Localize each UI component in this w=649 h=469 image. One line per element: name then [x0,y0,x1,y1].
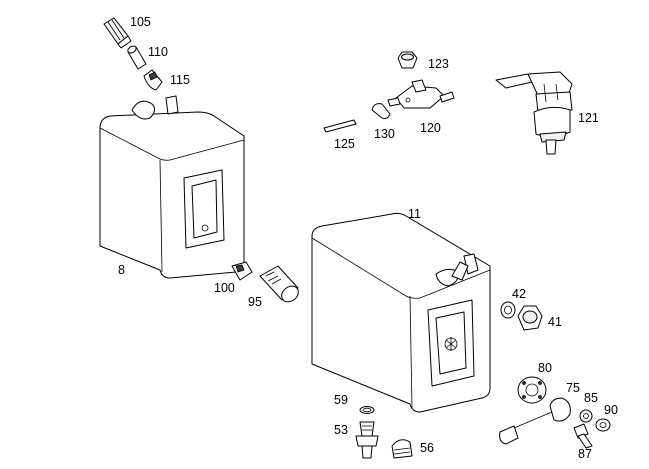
part-125-hose [323,119,357,133]
part-110-tube [127,45,147,70]
part-105-fitting [103,17,132,49]
callout-90: 90 [604,403,618,417]
callout-110: 110 [148,45,168,59]
callout-56: 56 [420,441,434,455]
part-115-elbow [143,69,163,91]
callout-8: 8 [118,263,125,277]
callout-42: 42 [512,287,526,301]
part-41-cap [517,305,543,331]
part-85-washer [579,409,593,423]
part-42-ring [500,301,516,319]
part-75-sender [499,397,571,445]
part-80-flange [517,376,547,404]
tank-11 [311,212,491,413]
callout-87: 87 [578,447,592,461]
part-59-oring [359,406,375,414]
callout-75: 75 [566,381,580,395]
part-87-bolt [573,423,593,449]
part-120-valve [387,79,455,109]
callout-130: 130 [374,127,395,141]
tank-8 [99,95,245,279]
part-56-plug [391,439,413,459]
callout-95: 95 [248,295,262,309]
callout-11: 11 [408,207,421,221]
part-95-filter [259,265,299,303]
part-53-drain [355,421,379,459]
callout-53: 53 [334,423,348,437]
part-123-nut [397,51,418,69]
part-121-pump [495,71,573,155]
part-90-nut [595,418,611,432]
callout-121: 121 [578,111,599,125]
callout-59: 59 [334,393,348,407]
callout-120: 120 [420,121,441,135]
callout-85: 85 [584,391,598,405]
part-130-clip [371,103,391,119]
callout-115: 115 [170,73,190,87]
callout-105: 105 [130,15,151,29]
callout-80: 80 [538,361,552,375]
callout-100: 100 [214,281,235,295]
callout-125: 125 [334,137,355,151]
callout-41: 41 [548,315,562,329]
part-100-elbow [231,261,253,281]
callout-123: 123 [428,57,449,71]
